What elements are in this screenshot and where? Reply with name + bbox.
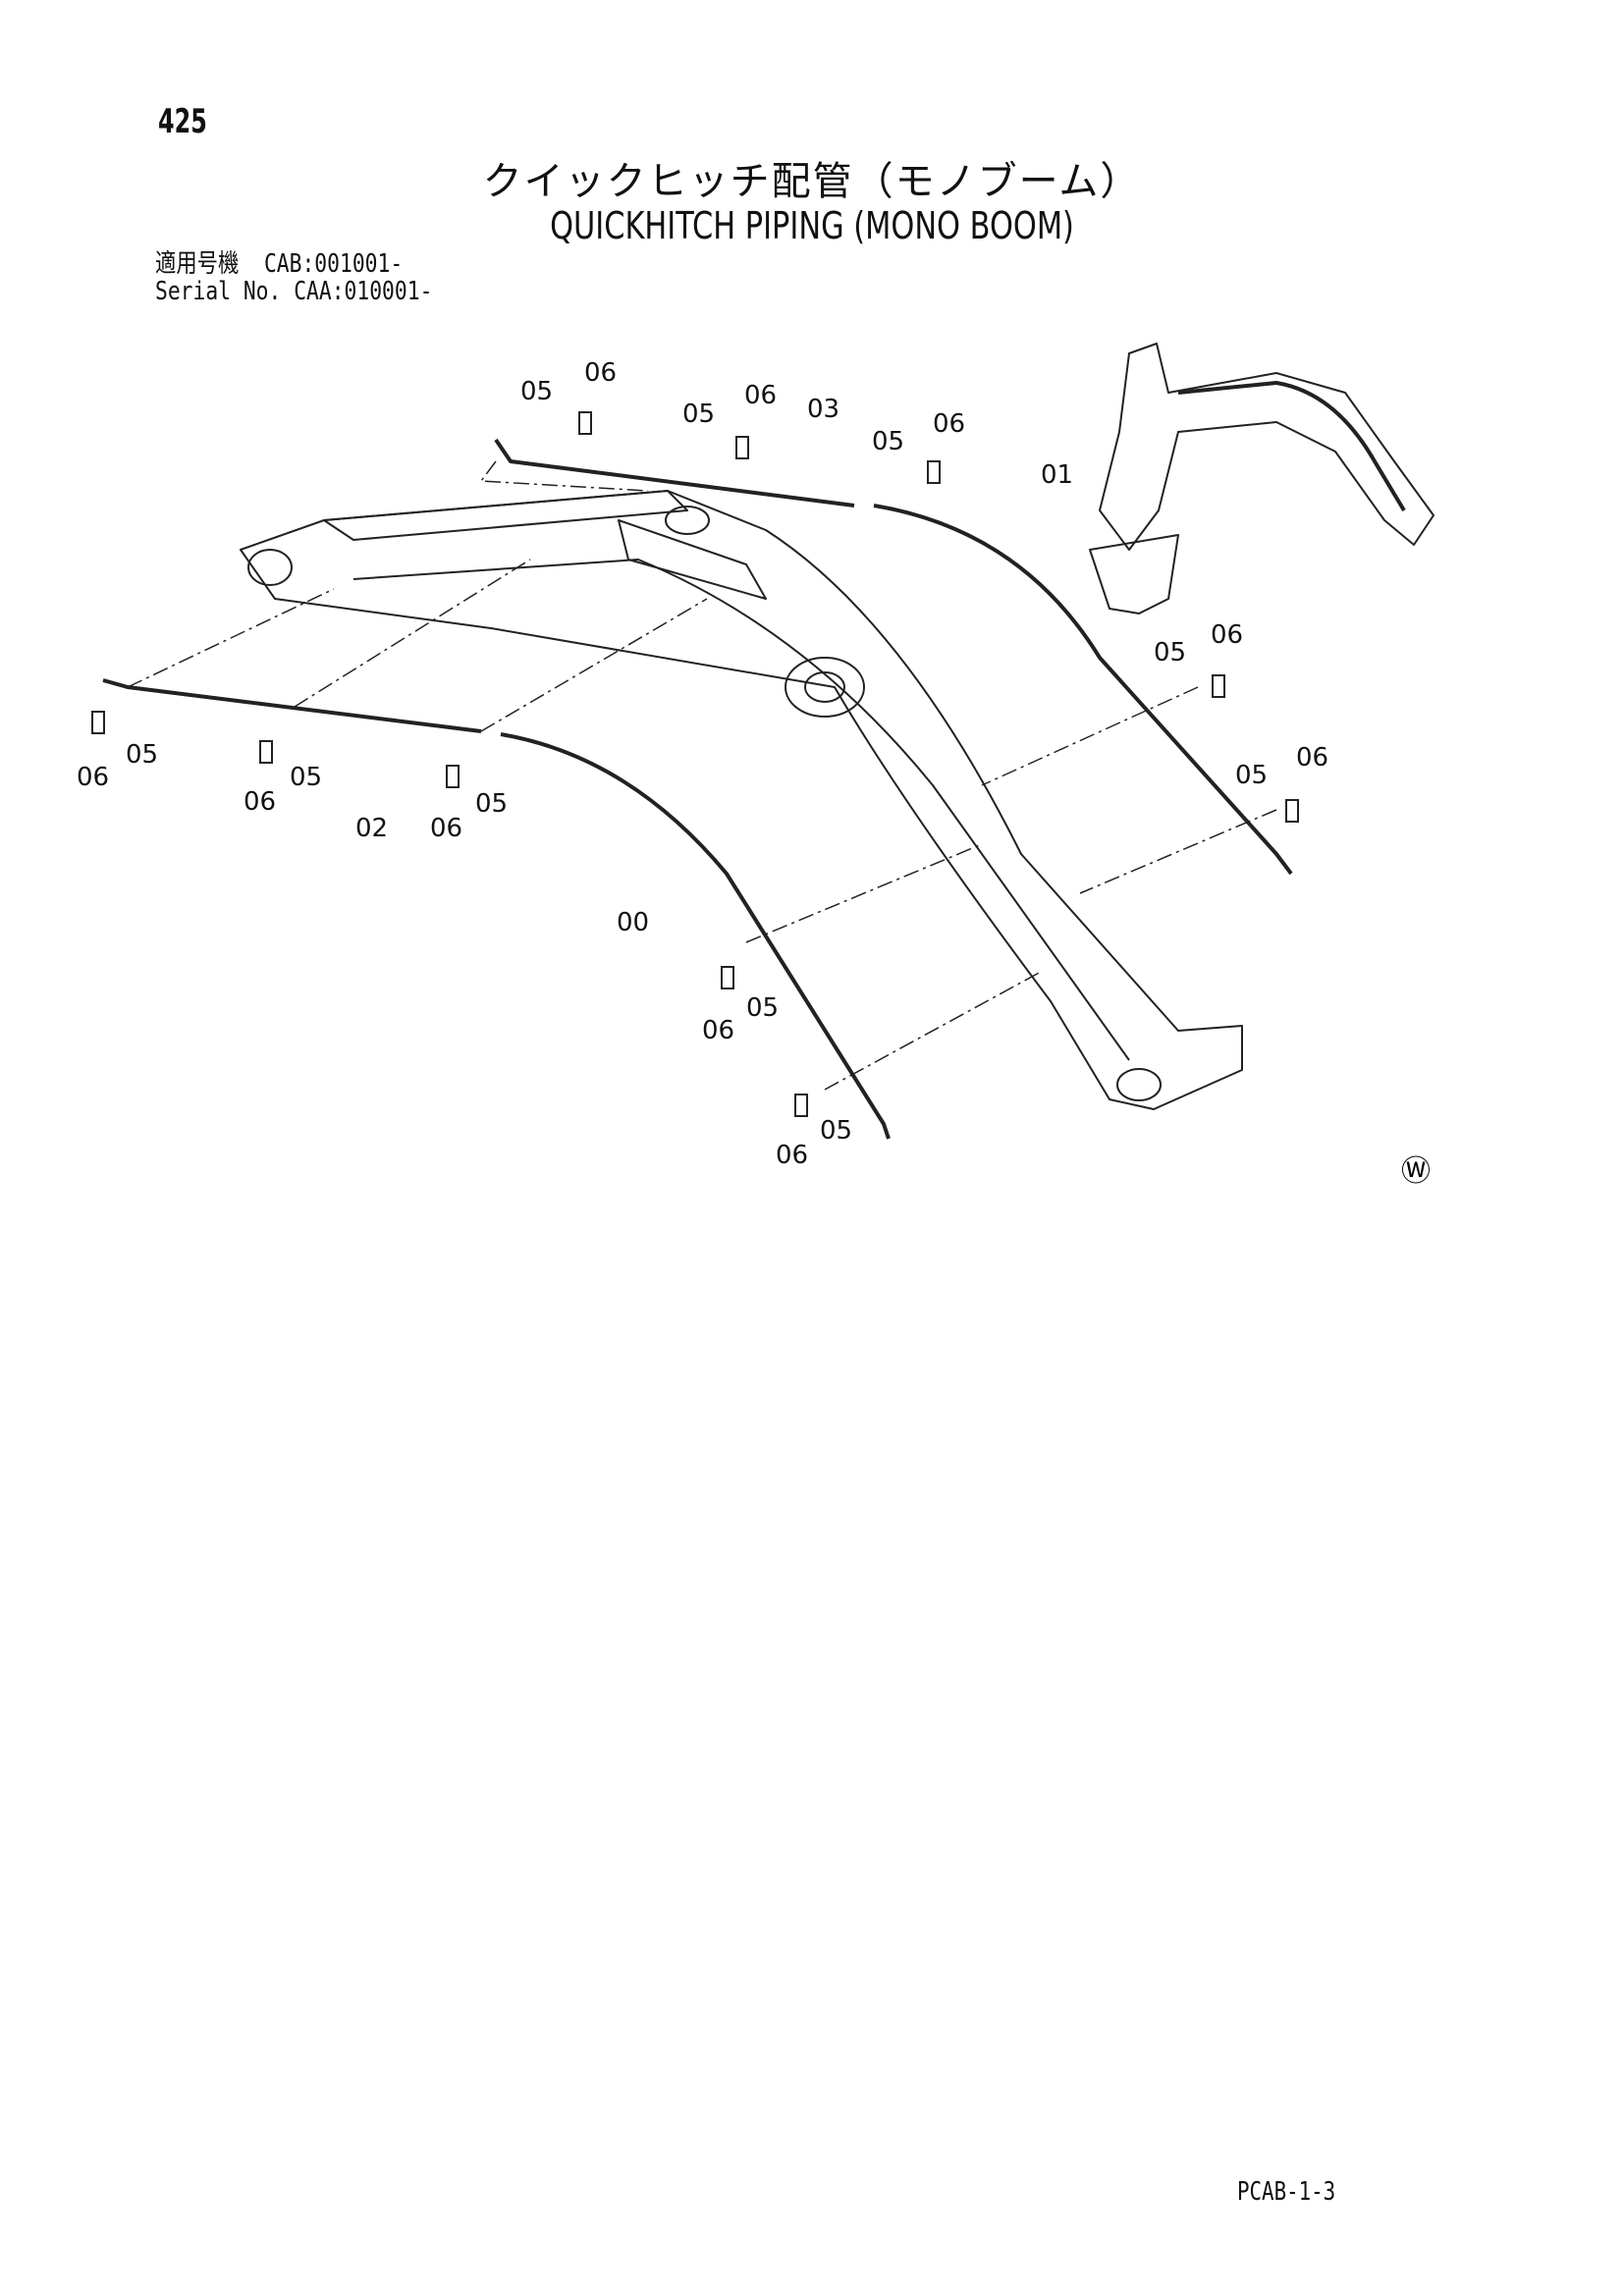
- leader-b: [127, 588, 335, 688]
- leader-h: [824, 971, 1042, 1091]
- leader-e: [981, 686, 1199, 786]
- title-japanese: クイックヒッチ配管（モノブーム）: [482, 159, 1142, 204]
- leader-g: [745, 843, 983, 943]
- callout-01: 01: [1041, 460, 1073, 490]
- boom-top-eye-2: [665, 506, 710, 535]
- boom-outline: [240, 490, 1243, 1110]
- callout-05: 05: [872, 427, 904, 456]
- serial-value-2: CAA:010001-: [294, 277, 433, 306]
- leader-lines: [127, 460, 1277, 1091]
- callout-06: 06: [933, 409, 965, 439]
- callout-06: 06: [244, 787, 276, 817]
- bolt: [794, 1094, 808, 1117]
- bolt: [735, 436, 749, 459]
- watermark-symbol: Ⓦ: [1401, 1154, 1431, 1189]
- boom-pin-hole: [785, 657, 865, 718]
- bolt: [1212, 674, 1225, 698]
- bolt: [91, 711, 105, 734]
- callout-00: 00: [617, 908, 649, 937]
- pipe-00: [500, 732, 891, 1140]
- pipe-01: [873, 504, 1293, 876]
- callout-05: 05: [820, 1116, 852, 1146]
- bolt: [578, 411, 592, 435]
- pipe-03: [494, 438, 855, 507]
- inset-arm-hose: [1177, 381, 1406, 512]
- boom-pin-inner: [804, 671, 845, 703]
- footer-code: PCAB-1-3: [1237, 2177, 1336, 2207]
- boom-crossbar: [618, 519, 767, 600]
- bolt: [1285, 799, 1299, 823]
- title-english: QUICKHITCH PIPING (MONO BOOM): [550, 204, 1074, 247]
- serial-row-en: Serial No. CAA:010001-: [155, 278, 432, 305]
- serial-info: 適用号機 CAB:001001- Serial No. CAA:010001-: [155, 250, 432, 305]
- callout-05: 05: [746, 993, 779, 1023]
- callout-06: 06: [744, 381, 777, 410]
- serial-value-1: CAB:001001-: [263, 249, 404, 279]
- fasteners: [91, 411, 1299, 1117]
- callout-06: 06: [702, 1016, 734, 1045]
- callout-labels: 05 06 05 06 03 05 06 01 05 06 05 06 06 0…: [77, 358, 1328, 1170]
- inset-bucket: [1089, 534, 1179, 614]
- bolt: [927, 460, 941, 484]
- callout-06: 06: [430, 814, 462, 843]
- callout-06: 06: [77, 763, 109, 792]
- callout-05: 05: [126, 740, 158, 770]
- boom-top-face: [323, 490, 688, 541]
- callout-03: 03: [807, 395, 839, 424]
- callout-06: 06: [584, 358, 617, 388]
- callout-02: 02: [355, 814, 388, 843]
- callout-06: 06: [1296, 743, 1328, 773]
- leader-f: [1079, 809, 1277, 894]
- bolt: [721, 966, 734, 989]
- bolt: [259, 740, 273, 764]
- callout-05: 05: [520, 377, 553, 406]
- inset-arm: [1099, 343, 1435, 551]
- pipe-02: [102, 678, 482, 733]
- serial-row-jp: 適用号機 CAB:001001-: [155, 250, 432, 278]
- bolt: [446, 765, 460, 788]
- callout-05: 05: [290, 763, 322, 792]
- callout-05: 05: [475, 789, 508, 819]
- serial-label-en: Serial No.: [155, 277, 282, 306]
- boom-inner-edge: [352, 559, 1130, 1061]
- drawing-lines: [102, 343, 1435, 1140]
- leader-d: [480, 598, 708, 732]
- page-number: 425: [158, 102, 207, 141]
- leader-c: [294, 559, 531, 708]
- boom-foot-hole: [1116, 1068, 1162, 1101]
- callout-05: 05: [682, 400, 715, 429]
- serial-label-jp: 適用号機: [155, 249, 240, 279]
- callout-06: 06: [776, 1141, 808, 1170]
- callout-06: 06: [1211, 620, 1243, 650]
- callout-05: 05: [1154, 638, 1186, 667]
- callout-05: 05: [1235, 761, 1268, 790]
- leader-a: [479, 460, 649, 492]
- boom-top-eye-1: [247, 549, 293, 586]
